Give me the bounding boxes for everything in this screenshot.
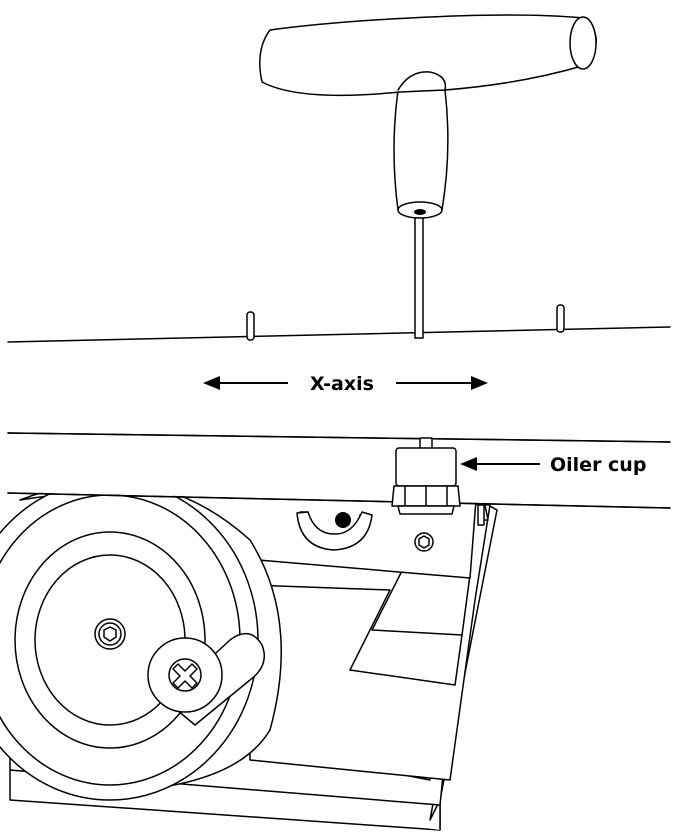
arrow-icon xyxy=(396,376,488,390)
oiler-cup xyxy=(391,437,461,515)
machine-table xyxy=(7,304,671,509)
arrow-icon xyxy=(203,376,288,390)
arrow-icon xyxy=(460,457,540,471)
oiler-cup-label: Oiler cup xyxy=(550,454,646,476)
t-handle-hex-key-icon xyxy=(259,14,597,339)
oiler-cup-callout: Oiler cup xyxy=(460,454,646,476)
x-axis-label: X-axis xyxy=(310,373,374,395)
x-axis-annotation: X-axis xyxy=(203,373,488,395)
handwheel xyxy=(0,479,282,801)
